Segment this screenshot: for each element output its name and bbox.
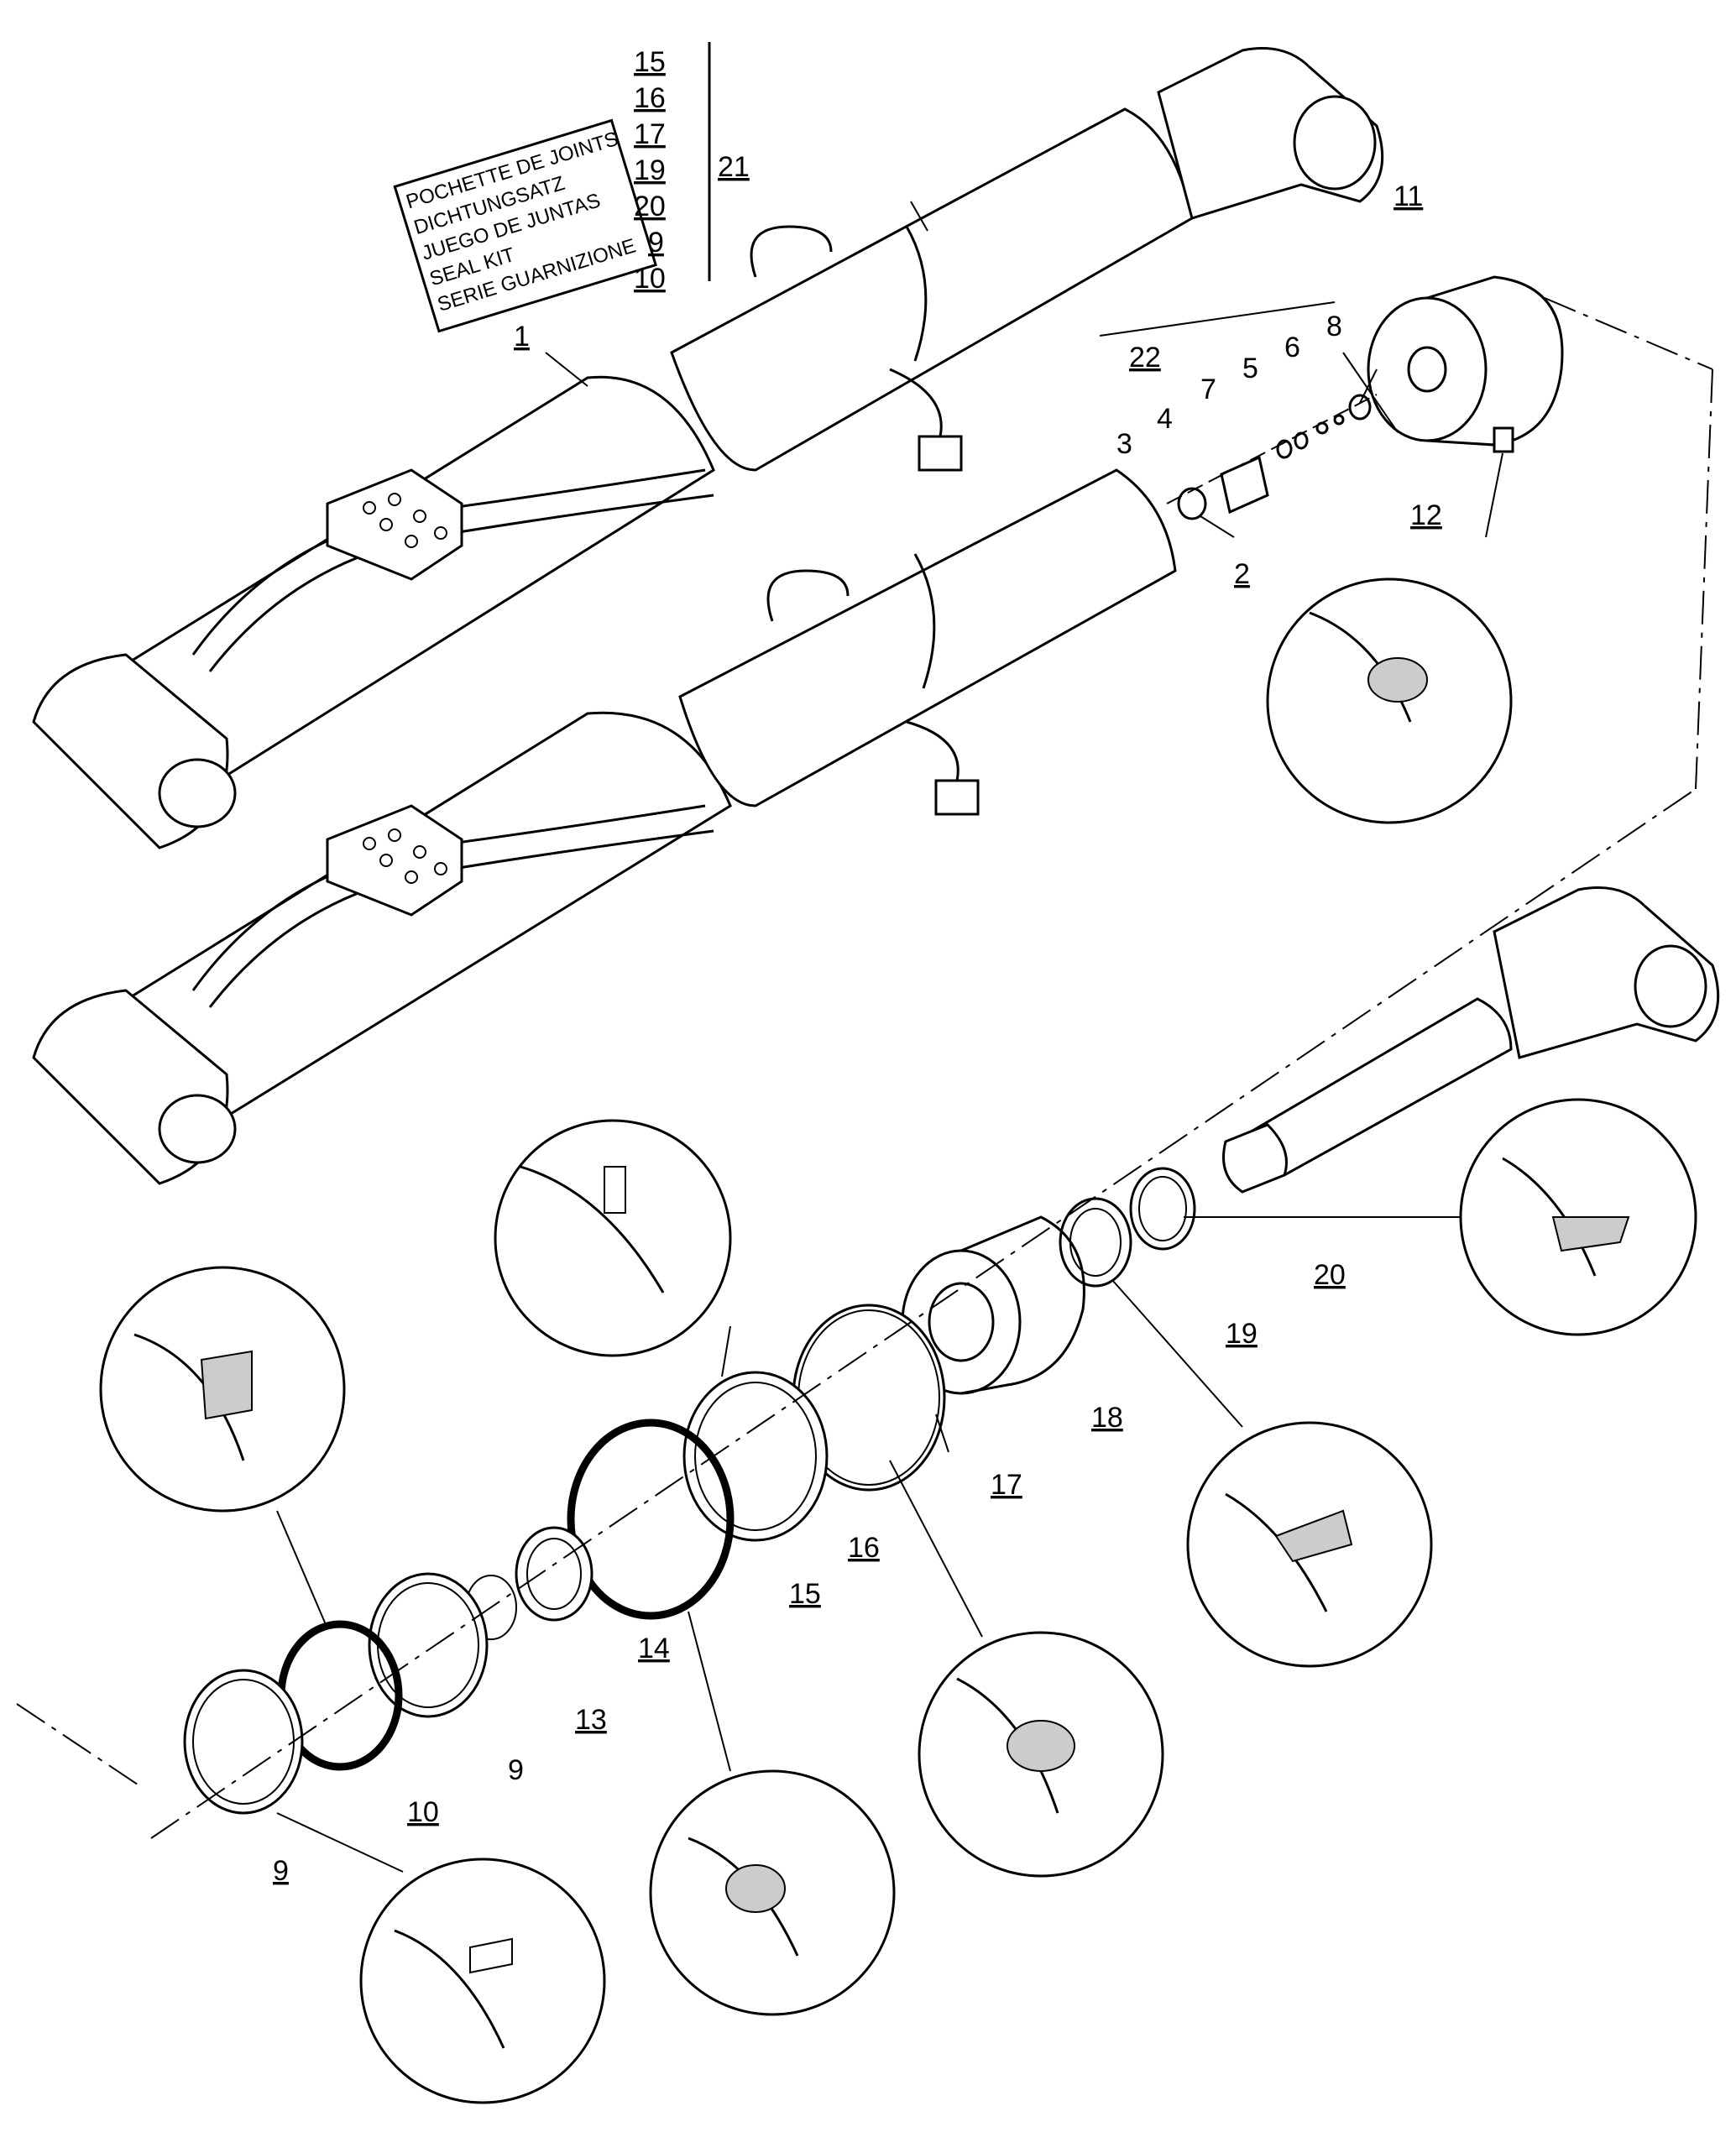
- upper-valve-block: [326, 468, 463, 581]
- upper-rod-eye-bore: [1293, 95, 1377, 191]
- kit-item-9: 9: [648, 227, 664, 259]
- valve-parts: [1177, 394, 1372, 520]
- upper-pipe-loop: [750, 225, 833, 278]
- callout-13: 13: [575, 1704, 607, 1736]
- callout-15: 15: [789, 1578, 821, 1610]
- detail-circle-9: [359, 1858, 606, 2104]
- detail-circle-16: [494, 1119, 732, 1357]
- kit-item-19: 19: [634, 154, 666, 186]
- callout-5: 5: [1242, 353, 1258, 384]
- callout-18: 18: [1091, 1402, 1123, 1434]
- center-lines: [16, 297, 1713, 1839]
- kit-number: 21: [718, 151, 750, 183]
- upper-cylinder-barrel: [98, 375, 715, 782]
- callout-12: 12: [1410, 499, 1442, 531]
- kit-item-10: 10: [634, 263, 666, 295]
- kit-items-list: 15 16 17 19 20 9 10 21: [634, 42, 750, 295]
- seal-19: [1059, 1197, 1132, 1288]
- callout-20: 20: [1314, 1259, 1346, 1291]
- upper-end-eye-bore: [158, 758, 237, 828]
- oring-15: [567, 1419, 735, 1620]
- callout-2: 2: [1234, 558, 1250, 590]
- callout-1: 1: [514, 321, 530, 353]
- detail-circles: [99, 577, 1697, 2104]
- callout-9-lower: 9: [273, 1855, 289, 1887]
- kit-item-16: 16: [634, 82, 666, 114]
- piston-rod: [1222, 886, 1720, 1194]
- seal-20: [1129, 1167, 1196, 1251]
- upper-cylinder: [32, 47, 1384, 849]
- callout-4: 4: [1157, 403, 1173, 435]
- callout-19: 19: [1226, 1318, 1258, 1350]
- lower-outer-tube: [678, 468, 1177, 807]
- callout-3: 3: [1116, 428, 1132, 460]
- oring-2: [1177, 487, 1207, 520]
- lower-end-eye-bore: [158, 1094, 237, 1164]
- part-6: [1333, 414, 1345, 426]
- callout-14: 14: [638, 1633, 670, 1664]
- lower-valve-block: [326, 804, 463, 917]
- callouts: 1 2 3 4 5 6 7 8 11 12 22 20 19 18 17 16 …: [273, 180, 1442, 1887]
- lower-cylinder-barrel: [98, 711, 732, 1118]
- kit-item-17: 17: [634, 118, 666, 150]
- upper-outer-tube: [670, 107, 1194, 472]
- callout-16: 16: [848, 1532, 880, 1564]
- callout-6: 6: [1284, 332, 1300, 363]
- lower-cylinder: [32, 468, 1177, 1185]
- callout-17: 17: [991, 1469, 1022, 1501]
- seal-9-upper: [368, 1572, 489, 1718]
- piston-rod-eye-bore: [1634, 944, 1707, 1028]
- leader-lines: [276, 201, 1503, 1873]
- seal-9-lower: [183, 1669, 304, 1815]
- kit-item-15: 15: [634, 46, 666, 78]
- callout-8: 8: [1326, 311, 1342, 342]
- seal-kit-label-box: [393, 118, 657, 333]
- gland-upper: [1367, 275, 1564, 453]
- upper-pipe-fitting: [889, 368, 943, 457]
- valve-3: [1220, 455, 1269, 515]
- kit-item-20: 20: [634, 191, 666, 222]
- piston-rod-thread: [1222, 1123, 1288, 1194]
- callout-7: 7: [1200, 374, 1216, 405]
- lower-pipe-fitting: [906, 720, 960, 797]
- lower-pipe-loop: [766, 569, 850, 622]
- backup-ring-16: [682, 1371, 829, 1542]
- seal-kit-label: POCHETTE DE JOINTS DICHTUNGSATZ JUEGO DE…: [393, 42, 750, 333]
- callout-10: 10: [407, 1796, 439, 1828]
- callout-9-upper: 9: [508, 1754, 524, 1786]
- set-screw-12: [1493, 426, 1514, 453]
- callout-22: 22: [1129, 342, 1161, 374]
- callout-11: 11: [1394, 180, 1423, 212]
